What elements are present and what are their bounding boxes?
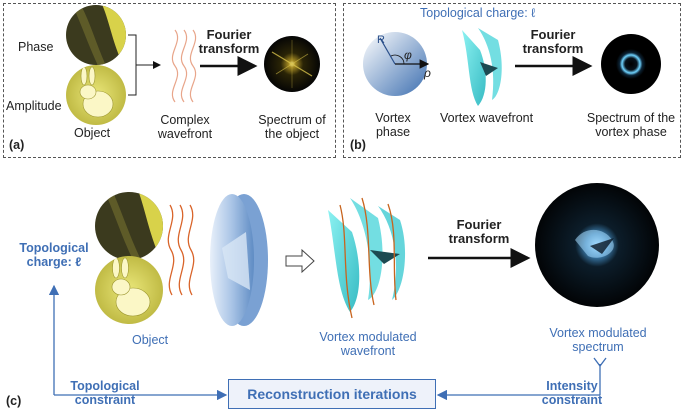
panel-b-title: Topological charge: ℓ	[420, 6, 536, 20]
panel-a-amplitude-label: Amplitude	[6, 99, 62, 113]
panel-c-topo-constraint-line1: Topological	[70, 379, 140, 393]
panel-a-ft-line1: Fourier	[206, 27, 252, 42]
panel-b-r-symbol: R	[377, 34, 385, 46]
panel-b-ft-line2: transform	[522, 41, 584, 56]
panel-c-spectrum-image	[535, 183, 659, 307]
panel-c-modulated-spectrum-line2: spectrum	[572, 340, 624, 354]
panel-b-ft-label: Fourier transform	[522, 28, 584, 56]
panel-a-spectrum-line1: Spectrum of	[258, 113, 326, 127]
panel-b-vortex-phase-line1: Vortex	[375, 111, 411, 125]
panel-c-modulated-wavefront	[328, 197, 406, 319]
panel-c-topo-charge-label: Topological charge: ℓ	[4, 241, 104, 269]
panel-c-ft-line2: transform	[448, 231, 510, 246]
panel-c-ft-line1: Fourier	[456, 217, 502, 232]
feedback-loop-right	[436, 357, 607, 401]
panel-b-rho-symbol: ρ	[424, 66, 431, 80]
panel-a-complex-wavefront	[171, 29, 197, 103]
panel-a	[3, 3, 336, 158]
panel-c-vortex-lens	[210, 194, 268, 326]
panel-c-object-bottom-image	[95, 256, 163, 324]
panel-c-topo-charge-line2: charge: ℓ	[26, 255, 82, 269]
panel-a-wavefront-line2: wavefront	[157, 127, 213, 141]
panel-c-modulated-spectrum-label: Vortex modulated spectrum	[548, 326, 648, 354]
panel-b-vortex-phase-image	[363, 32, 430, 96]
panel-c-modulated-wavefront-line1: Vortex modulated	[319, 330, 417, 344]
panel-c-modulated-wavefront-label: Vortex modulated wavefront	[318, 330, 418, 358]
panel-b-spectrum-line2: vortex phase	[595, 125, 667, 139]
reconstruction-iterations-label: Reconstruction iterations	[247, 386, 417, 402]
panel-b-vortex-wavefront-label: Vortex wavefront	[440, 111, 534, 125]
panel-c-hollow-arrow	[285, 248, 315, 274]
panel-c-object-label: Object	[132, 333, 169, 347]
panel-b-spectrum-line1: Spectrum of the	[586, 111, 676, 125]
reconstruction-iterations-box: Reconstruction iterations	[228, 379, 436, 409]
panel-c-topo-constraint-label: Topological constraint	[62, 379, 148, 407]
panel-b-vortex-phase-line2: phase	[375, 125, 411, 139]
panel-c-intensity-constraint-line1: Intensity	[546, 379, 598, 393]
panel-c-topo-charge-line1: Topological	[19, 241, 89, 255]
panel-c-wavefront	[167, 204, 195, 296]
panel-a-tag: (a)	[9, 138, 25, 152]
panel-b-vortex-wavefront	[462, 28, 502, 106]
panel-a-wavefront-label: Complex wavefront	[150, 113, 220, 141]
panel-c-intensity-constraint-label: Intensity constraint	[532, 379, 612, 407]
panel-a-spectrum-line2: the object	[264, 127, 320, 141]
panel-b-phi-symbol: φ	[404, 48, 412, 62]
panel-b-spectrum-image	[601, 34, 661, 94]
panel-b-ft-line1: Fourier	[530, 27, 576, 42]
panel-b-vortex-phase-label: Vortex phase	[368, 111, 418, 139]
panel-c-ft-label: Fourier transform	[446, 218, 512, 246]
panel-c-tag: (c)	[6, 394, 22, 408]
panel-b-spectrum-label: Spectrum of the vortex phase	[583, 111, 679, 139]
panel-c-topo-constraint-line2: constraint	[74, 393, 136, 407]
panel-c-intensity-constraint-line2: constraint	[541, 393, 603, 407]
panel-c-modulated-spectrum-line1: Vortex modulated	[549, 326, 647, 340]
panel-a-ft-label: Fourier transform	[198, 28, 260, 56]
panel-a-ft-line2: transform	[198, 41, 260, 56]
feedback-loop-left	[48, 284, 228, 401]
panel-a-spectrum-image	[264, 36, 320, 92]
panel-b	[343, 3, 681, 158]
panel-a-wavefront-line1: Complex	[160, 113, 210, 127]
panel-b-tag: (b)	[350, 138, 366, 152]
panel-a-spectrum-label: Spectrum of the object	[250, 113, 334, 141]
panel-c-object-top-image	[95, 192, 163, 260]
panel-a-phase-label: Phase	[18, 40, 54, 54]
panel-c-modulated-wavefront-line2: wavefront	[340, 344, 396, 358]
panel-a-object-label: Object	[74, 126, 111, 140]
panel-a-amplitude-image	[66, 65, 126, 125]
